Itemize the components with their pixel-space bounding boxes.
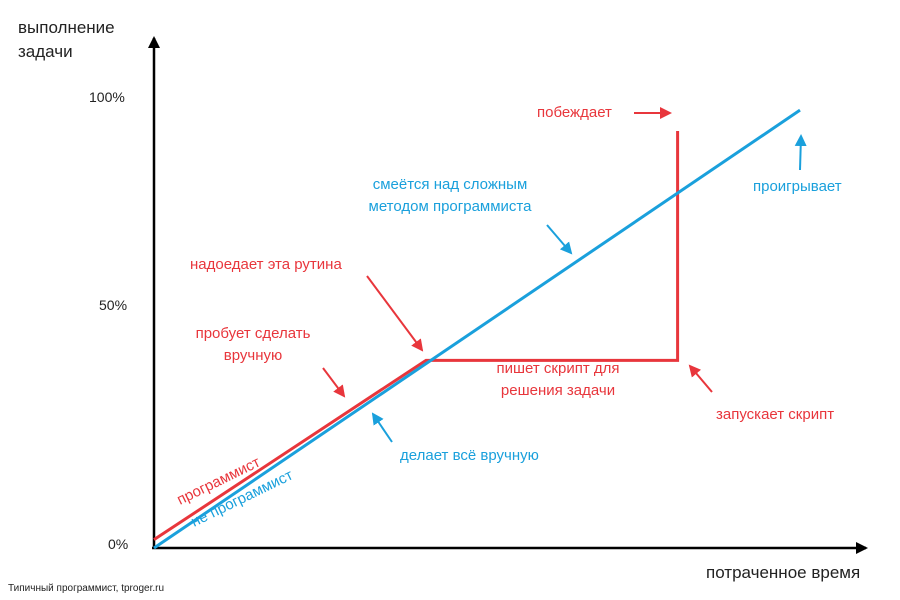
arrow-loses [794, 134, 807, 171]
series-line-1 [153, 108, 801, 550]
source-caption: Типичный программист, tproger.ru [8, 583, 165, 594]
arrow-runs-script [688, 364, 713, 393]
arrow-laughs [546, 224, 573, 255]
series-line-0 [153, 131, 680, 541]
annotation-manual-all: делает всё вручную [400, 447, 539, 464]
x-axis-label: потраченное время [706, 563, 861, 582]
y-tick-label: 50% [99, 297, 128, 313]
annotation-wins: побеждает [537, 104, 612, 121]
annotation-loses: проигрывает [753, 178, 842, 195]
arrow-manual-all [371, 412, 393, 443]
arrow-tries-manual [322, 367, 346, 398]
annotation-runs-script: запускает скрипт [716, 406, 835, 423]
annotation-bored: надоедает эта рутина [190, 256, 342, 273]
y-tick-label: 0% [108, 536, 129, 552]
annotation-laughs: смеётся над сложным методом программиста [368, 176, 532, 215]
y-tick-label: 100% [89, 89, 125, 105]
annotation-writes-script: пишет скрипт для решения задачи [496, 360, 620, 399]
arrow-bored [366, 275, 424, 352]
y-axis-label: выполнение задачи [18, 18, 115, 61]
annotation-tries-manual: пробует сделать вручную [195, 325, 311, 364]
